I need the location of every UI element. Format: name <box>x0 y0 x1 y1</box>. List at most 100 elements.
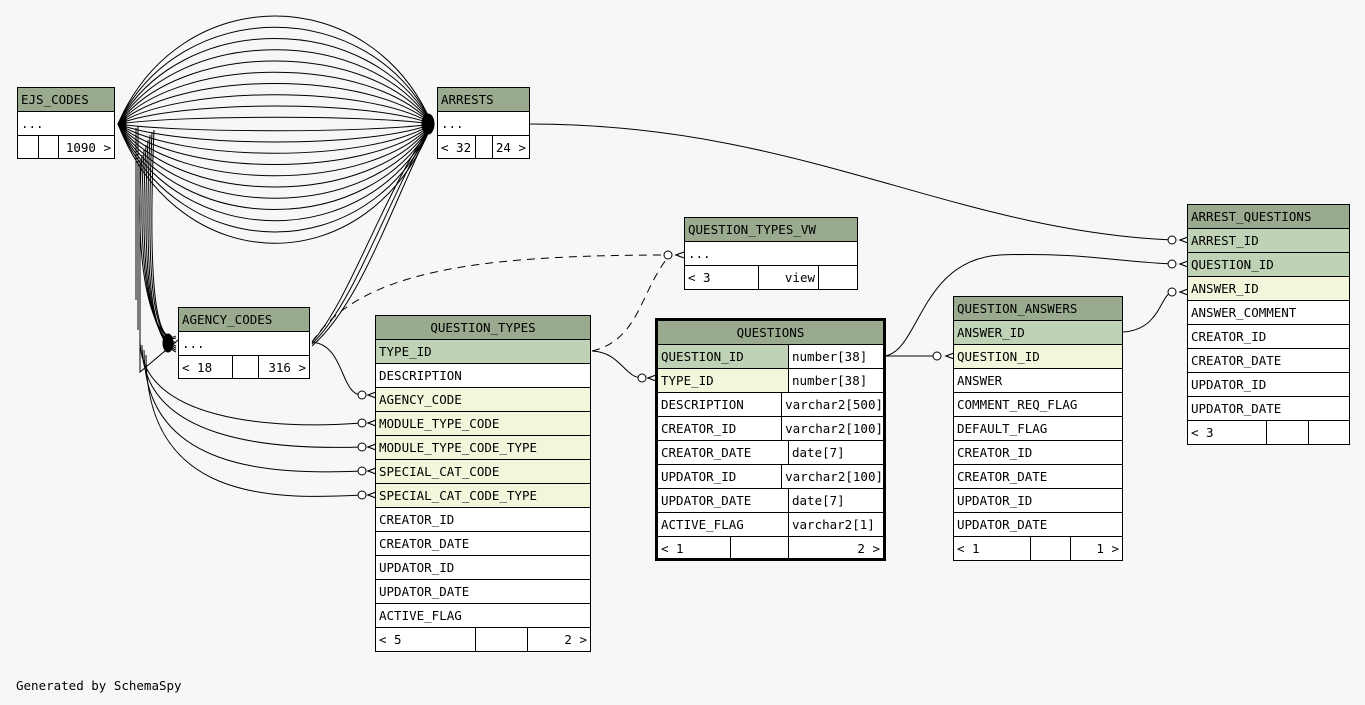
table-row[interactable]: SPECIAL_CAT_CODE <box>376 460 590 484</box>
footer-rows <box>474 136 492 159</box>
table-row[interactable]: CREATOR_ID <box>954 441 1122 465</box>
footer-parents[interactable]: < 18 <box>182 360 213 375</box>
ejs-question-types-edges <box>139 339 363 497</box>
column-name: DEFAULT_FLAG <box>957 421 1048 436</box>
table-ejs-codes[interactable]: EJS_CODES ... 1090 > <box>17 87 115 159</box>
column-type: varchar2[1] <box>788 513 883 536</box>
table-title[interactable]: QUESTIONS <box>658 321 883 345</box>
table-title[interactable]: EJS_CODES <box>18 88 114 112</box>
table-row[interactable]: QUESTION_ID <box>1188 253 1349 277</box>
table-row[interactable]: TYPE_ID number[38] <box>658 369 883 393</box>
footer-parents[interactable]: < 3 <box>1191 425 1214 440</box>
column-name: CREATOR_ID <box>957 445 1033 460</box>
table-question-types-vw[interactable]: QUESTION_TYPES_VW ... < 3 view <box>684 217 858 290</box>
column-name: ANSWER_ID <box>957 325 1025 340</box>
table-row[interactable]: CREATOR_DATE date[7] <box>658 441 883 465</box>
table-title[interactable]: ARRESTS <box>438 88 529 112</box>
table-arrests[interactable]: ARRESTS ... < 32 24 > <box>437 87 530 159</box>
table-row[interactable]: DESCRIPTION <box>376 364 590 388</box>
footer-children[interactable]: 1090 > <box>58 136 114 159</box>
table-row[interactable]: UPDATOR_DATE <box>954 513 1122 537</box>
question-answers-arrest-questions-edge <box>1122 291 1173 333</box>
table-row[interactable]: COMMENT_REQ_FLAG <box>954 393 1122 417</box>
table-row[interactable]: DESCRIPTION varchar2[500] <box>658 393 883 417</box>
table-row[interactable]: ARREST_ID <box>1188 229 1349 253</box>
table-row[interactable]: CREATOR_DATE <box>1188 349 1349 373</box>
footer-children[interactable]: 2 > <box>527 628 590 651</box>
table-title[interactable]: QUESTION_ANSWERS <box>954 297 1122 321</box>
column-type: varchar2[100] <box>781 465 883 488</box>
footer-children[interactable]: 2 > <box>788 537 883 560</box>
table-row[interactable]: QUESTION_ID number[38] <box>658 345 883 369</box>
table-row[interactable]: UPDATOR_ID <box>376 556 590 580</box>
table-title[interactable]: QUESTION_TYPES_VW <box>685 218 857 242</box>
column-name: UPDATOR_DATE <box>1191 401 1282 416</box>
footer-children[interactable]: 1 > <box>1070 537 1122 560</box>
footer-parents[interactable]: < 5 <box>379 632 402 647</box>
table-footer: < 5 2 > <box>376 628 590 651</box>
table-row[interactable]: CREATOR_ID <box>1188 325 1349 349</box>
footer-parents[interactable] <box>18 136 38 159</box>
footer-parents[interactable]: < 1 <box>661 541 684 556</box>
footer-children[interactable] <box>818 266 857 289</box>
table-row[interactable]: UPDATOR_ID <box>954 489 1122 513</box>
table-row[interactable]: MODULE_TYPE_CODE_TYPE <box>376 436 590 460</box>
ellipsis: ... <box>441 116 464 131</box>
column-name: UPDATOR_ID <box>1191 377 1267 392</box>
column-name: TYPE_ID <box>658 369 788 392</box>
table-row[interactable]: CREATOR_DATE <box>376 532 590 556</box>
table-row[interactable]: ACTIVE_FLAG varchar2[1] <box>658 513 883 537</box>
column-name: AGENCY_CODE <box>379 392 462 407</box>
ellipsis: ... <box>688 246 711 261</box>
table-title[interactable]: ARREST_QUESTIONS <box>1188 205 1349 229</box>
table-row[interactable]: ANSWER <box>954 369 1122 393</box>
column-name: QUESTION_ID <box>658 345 788 368</box>
column-name: DESCRIPTION <box>661 397 744 412</box>
table-row[interactable]: ANSWER_ID <box>954 321 1122 345</box>
column-name: QUESTION_ID <box>1191 257 1274 272</box>
table-row[interactable]: CREATOR_DATE <box>954 465 1122 489</box>
question-types-questions-edge <box>591 350 643 379</box>
footer-children[interactable]: 316 > <box>258 356 309 379</box>
column-name: CREATOR_DATE <box>661 445 752 460</box>
column-name: MODULE_TYPE_CODE_TYPE <box>379 440 538 455</box>
footer-parents[interactable]: < 32 <box>441 140 472 155</box>
column-name: UPDATOR_DATE <box>379 584 470 599</box>
table-row[interactable]: ANSWER_COMMENT <box>1188 301 1349 325</box>
table-row[interactable]: UPDATOR_DATE date[7] <box>658 489 883 513</box>
table-row[interactable]: UPDATOR_DATE <box>376 580 590 604</box>
table-row[interactable]: UPDATOR_DATE <box>1188 397 1349 421</box>
table-footer: < 18 316 > <box>179 356 309 379</box>
table-agency-codes[interactable]: AGENCY_CODES ... < 18 316 > <box>178 307 310 379</box>
column-name: UPDATOR_ID <box>661 469 737 484</box>
table-row[interactable]: ACTIVE_FLAG <box>376 604 590 628</box>
table-row[interactable]: SPECIAL_CAT_CODE_TYPE <box>376 484 590 508</box>
column-name: ARREST_ID <box>1191 233 1259 248</box>
footer-parents[interactable]: < 1 <box>957 541 980 556</box>
table-row[interactable]: AGENCY_CODE <box>376 388 590 412</box>
footer-children[interactable] <box>1308 421 1349 444</box>
table-row[interactable]: ANSWER_ID <box>1188 277 1349 301</box>
column-name: UPDATOR_ID <box>379 560 455 575</box>
column-name: COMMENT_REQ_FLAG <box>957 397 1078 412</box>
table-row[interactable]: DEFAULT_FLAG <box>954 417 1122 441</box>
table-row[interactable]: MODULE_TYPE_CODE <box>376 412 590 436</box>
table-row[interactable]: QUESTION_ID <box>954 345 1122 369</box>
table-row[interactable]: CREATOR_ID <box>376 508 590 532</box>
column-name: CREATOR_DATE <box>957 469 1048 484</box>
table-row[interactable]: UPDATOR_ID <box>1188 373 1349 397</box>
table-row[interactable]: TYPE_ID <box>376 340 590 364</box>
footer-rows <box>730 537 788 560</box>
footer-rows <box>38 136 58 159</box>
table-title[interactable]: QUESTION_TYPES <box>376 316 590 340</box>
table-row[interactable]: UPDATOR_ID varchar2[100] <box>658 465 883 489</box>
table-row[interactable]: CREATOR_ID varchar2[100] <box>658 417 883 441</box>
table-question-types[interactable]: QUESTION_TYPES TYPE_ID DESCRIPTION AGENC… <box>375 315 591 652</box>
table-questions[interactable]: QUESTIONS QUESTION_ID number[38] TYPE_ID… <box>655 318 886 561</box>
table-title[interactable]: AGENCY_CODES <box>179 308 309 332</box>
footer-parents[interactable]: < 3 <box>688 270 711 285</box>
table-question-answers[interactable]: QUESTION_ANSWERS ANSWER_ID QUESTION_ID A… <box>953 296 1123 561</box>
table-arrest-questions[interactable]: ARREST_QUESTIONS ARREST_ID QUESTION_ID A… <box>1187 204 1350 445</box>
footer-children[interactable]: 24 > <box>491 136 529 159</box>
ellipsis: ... <box>21 116 44 131</box>
